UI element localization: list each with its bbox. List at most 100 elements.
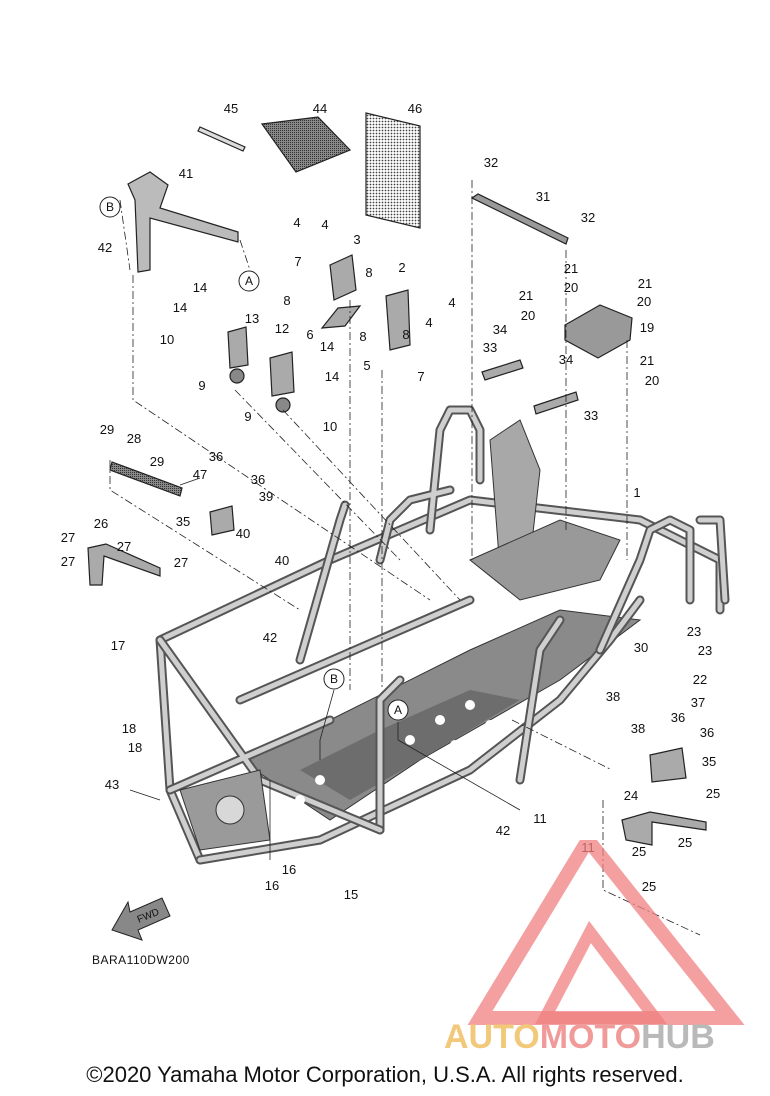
watermark-text: AUTOMOTOHUB [444,1018,715,1057]
watermark-part-hub: HUB [641,1018,715,1056]
callout-20: 20 [564,280,578,295]
part-46-mesh-panel [365,112,421,229]
callout-29: 29 [150,454,164,469]
watermark-part-moto: MOTO [539,1018,642,1056]
callout-41: 41 [179,166,193,181]
callout-47: 47 [193,467,207,482]
callout-27: 27 [61,530,75,545]
callout-14: 14 [173,300,187,315]
callout-33: 33 [483,340,497,355]
callout-14: 14 [325,369,339,384]
callout-31: 31 [536,189,550,204]
callout-32: 32 [484,155,498,170]
callout-8: 8 [283,293,290,308]
callout-38: 38 [606,689,620,704]
callout-34: 34 [559,352,573,367]
small-brackets [227,254,579,415]
callout-7: 7 [294,254,301,269]
callout-35: 35 [176,514,190,529]
part-31-rail [470,193,569,245]
callout-25: 25 [632,844,646,859]
callout-32: 32 [581,210,595,225]
diagram-code: BARA110DW200 [92,953,190,967]
callout-4: 4 [293,215,300,230]
callout-25: 25 [706,786,720,801]
callout-4: 4 [425,315,432,330]
callout-9: 9 [198,378,205,393]
callout-8: 8 [402,327,409,342]
callout-33: 33 [584,408,598,423]
callout-4: 4 [448,295,455,310]
callout-16: 16 [282,862,296,877]
callout-21: 21 [519,288,533,303]
callout-23: 23 [698,643,712,658]
callout-27: 27 [61,554,75,569]
callout-36: 36 [251,472,265,487]
callout-27: 27 [117,539,131,554]
ref-letter: A [394,703,402,717]
part-44-mat [260,116,352,173]
callout-44: 44 [313,101,327,116]
ref-circle [323,668,345,690]
ref-marker-b: B [323,668,345,690]
ref-marker-b: B [99,196,121,218]
callout-19: 19 [640,320,654,335]
callout-22: 22 [693,672,707,687]
callout-37: 37 [691,695,705,710]
callout-6: 6 [306,327,313,342]
callout-25: 25 [642,879,656,894]
callout-20: 20 [521,308,535,323]
callout-24: 24 [624,788,638,803]
callout-39: 39 [259,489,273,504]
callout-38: 38 [631,721,645,736]
callout-10: 10 [323,419,337,434]
callout-21: 21 [640,353,654,368]
callout-18: 18 [122,721,136,736]
callout-12: 12 [275,321,289,336]
watermark-triangle-icon [467,827,745,1025]
watermark-part-auto: AUTO [444,1018,540,1056]
callout-23: 23 [687,624,701,639]
callout-1: 1 [633,485,640,500]
callout-36: 36 [209,449,223,464]
callout-8: 8 [359,329,366,344]
ref-letter: B [106,200,114,214]
callout-42: 42 [98,240,112,255]
callout-21: 21 [564,261,578,276]
ref-letter: B [330,672,338,686]
callout-21: 21 [638,276,652,291]
callout-30: 30 [634,640,648,655]
callout-28: 28 [127,431,141,446]
leader-lines [109,180,701,936]
ref-marker-a: A [387,699,409,721]
callout-25: 25 [678,835,692,850]
watermark-logo: AUTOMOTOHUB [440,827,770,1057]
copyright-notice: ©2020 Yamaha Motor Corporation, U.S.A. A… [86,1062,684,1087]
ref-circle [387,699,409,721]
callout-15: 15 [344,887,358,902]
callout-40: 40 [275,553,289,568]
callout-17: 17 [111,638,125,653]
callout-14: 14 [193,280,207,295]
callout-35: 35 [702,754,716,769]
callout-42: 42 [263,630,277,645]
callout-8: 8 [365,265,372,280]
callout-16: 16 [265,878,279,893]
fwd-arrow-icon: FWD [111,897,171,941]
callout-9: 9 [244,409,251,424]
part-45-strip [197,126,246,152]
callout-18: 18 [128,740,142,755]
callout-5: 5 [363,358,370,373]
callout-42: 42 [496,823,510,838]
ref-marker-a: A [238,270,260,292]
callout-7: 7 [417,369,424,384]
callout-10: 10 [160,332,174,347]
left-brackets [87,461,707,846]
ref-circle [99,196,121,218]
callout-40: 40 [236,526,250,541]
callout-11: 11 [533,811,547,826]
callout-43: 43 [105,777,119,792]
callout-36: 36 [700,725,714,740]
